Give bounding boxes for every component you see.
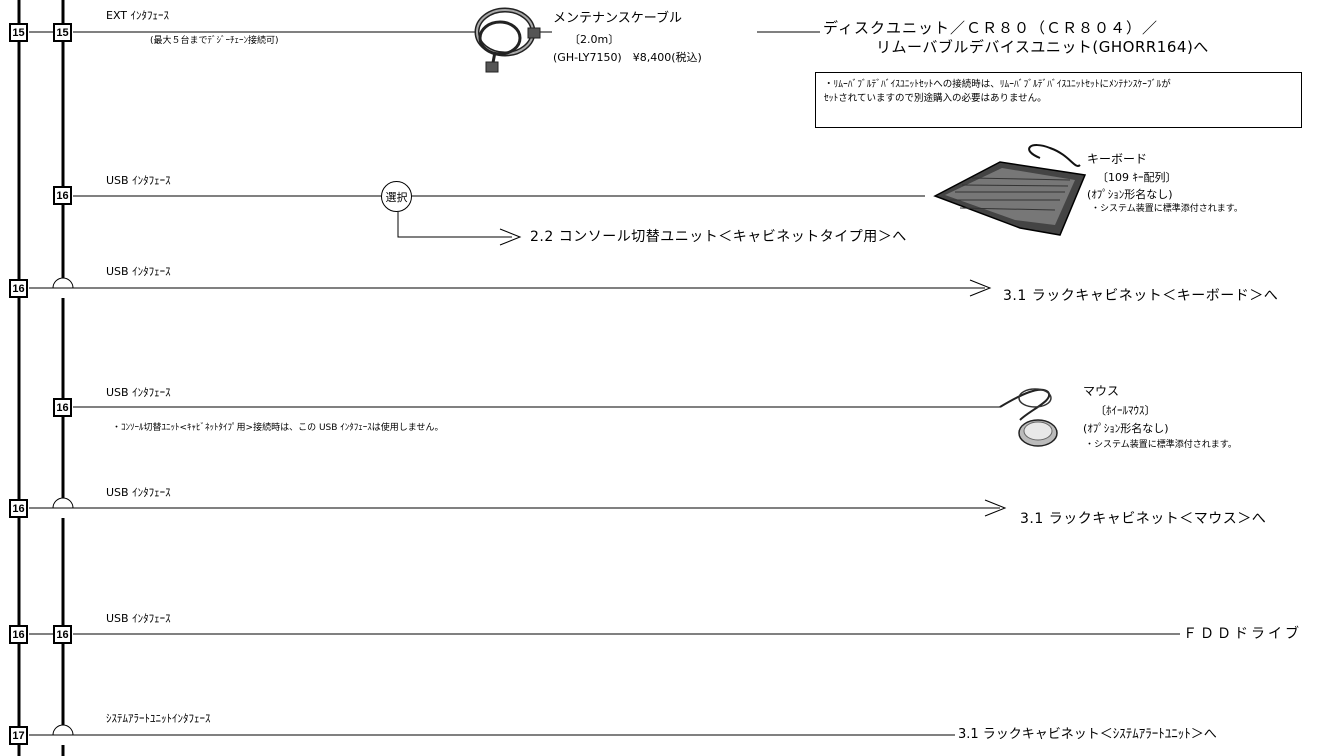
mouse-usb-note: ・ｺﾝｿｰﾙ切替ﾕﾆｯﾄ<ｷｬﾋﾞﾈｯﾄﾀｲﾌﾟ用>接続時は、この USB ｲﾝ… xyxy=(112,423,444,433)
keyboard-bundled-note: ・システム装置に標準添付されます。 xyxy=(1091,204,1243,214)
console-switch-branch-line xyxy=(397,212,512,238)
rack-mouse-destination: 3.1 ラックキャビネット＜マウス＞へ xyxy=(1020,511,1267,527)
bus-crossing-hop xyxy=(52,724,74,736)
arrow-icon xyxy=(499,228,522,246)
rack-keyboard-usb-label: USB ｲﾝﾀﾌｪｰｽ xyxy=(106,265,171,278)
keyboard-usb-label: USB ｲﾝﾀﾌｪｰｽ xyxy=(106,174,171,187)
mouse-usb-label: USB ｲﾝﾀﾌｪｰｽ xyxy=(106,386,171,399)
select-circle: 選択 xyxy=(381,181,412,212)
ext-daisy-chain-note: (最大５台までﾃﾞｼﾞｰﾁｪｰﾝ接続可) xyxy=(150,36,279,46)
port-box: 16 xyxy=(53,398,72,417)
mouse-image xyxy=(999,388,1058,447)
note-line: ・ﾘﾑｰﾊﾞﾌﾞﾙﾃﾞﾊﾞｲｽﾕﾆｯﾄｾｯﾄへの接続時は、ﾘﾑｰﾊﾞﾌﾞﾙﾃﾞﾊ… xyxy=(824,79,1171,90)
keyboard-spec: 〔109 ｷｰ配列〕 xyxy=(1097,171,1177,184)
mouse-bundled-note: ・システム装置に標準添付されます。 xyxy=(1085,440,1237,450)
ext-interface-label: EXT ｲﾝﾀﾌｪｰｽ xyxy=(106,9,170,22)
keyboard-option: (ｵﾌﾟｼｮﾝ形名なし) xyxy=(1087,188,1173,201)
mouse-spec: 〔ﾎｲｰﾙﾏｳｽ〕 xyxy=(1095,404,1156,417)
port-box: 16 xyxy=(53,186,72,205)
keyboard-image xyxy=(933,144,1087,236)
rack-keyboard-destination: 3.1 ラックキャビネット＜キーボード＞へ xyxy=(1003,288,1279,304)
removable-device-destination: リムーバブルデバイスユニット(GHORR164)へ xyxy=(876,38,1209,56)
cable-model-price: (GH-LY7150) ¥8,400(税込) xyxy=(553,51,702,64)
port-box: 16 xyxy=(9,625,28,644)
mouse-option: (ｵﾌﾟｼｮﾝ形名なし) xyxy=(1083,422,1169,435)
port-box: 17 xyxy=(9,726,28,745)
console-switch-link: 2.2 コンソール切替ユニット＜キャビネットタイプ用＞へ xyxy=(530,229,907,245)
cable-name: メンテナンスケーブル xyxy=(553,11,682,26)
port-box: 16 xyxy=(9,499,28,518)
fdd-destination: ＦＤＤドライブ xyxy=(1183,626,1302,642)
bus-crossing-hop xyxy=(52,497,74,509)
arrow-icon xyxy=(969,279,992,297)
port-box: 16 xyxy=(53,625,72,644)
port-box: 15 xyxy=(53,23,72,42)
alarm-interface-label: ｼｽﾃﾑｱﾗｰﾄﾕﾆｯﾄｲﾝﾀﾌｪｰｽ xyxy=(106,712,211,725)
keyboard-name: キーボード xyxy=(1087,152,1148,166)
cable-length: 〔2.0m〕 xyxy=(569,33,620,46)
disk-unit-destination: ディスクユニット／ＣＲ８０（ＣＲ８０４）／ xyxy=(823,19,1158,37)
removable-device-note: ・ﾘﾑｰﾊﾞﾌﾞﾙﾃﾞﾊﾞｲｽﾕﾆｯﾄｾｯﾄへの接続時は、ﾘﾑｰﾊﾞﾌﾞﾙﾃﾞﾊ… xyxy=(815,72,1302,128)
port-box: 16 xyxy=(9,279,28,298)
port-box: 15 xyxy=(9,23,28,42)
maintenance-cable-image xyxy=(474,7,541,73)
mouse-name: マウス xyxy=(1083,384,1120,398)
rack-mouse-usb-label: USB ｲﾝﾀﾌｪｰｽ xyxy=(106,486,171,499)
fdd-usb-label: USB ｲﾝﾀﾌｪｰｽ xyxy=(106,612,171,625)
alarm-destination: 3.1 ラックキャビネット＜ｼｽﾃﾑｱﾗｰﾄﾕﾆｯﾄ＞へ xyxy=(958,727,1217,742)
arrow-icon xyxy=(984,499,1007,517)
note-line: ｾｯﾄされていますので別途購入の必要はありません。 xyxy=(824,93,1047,104)
bus-crossing-hop xyxy=(52,277,74,289)
